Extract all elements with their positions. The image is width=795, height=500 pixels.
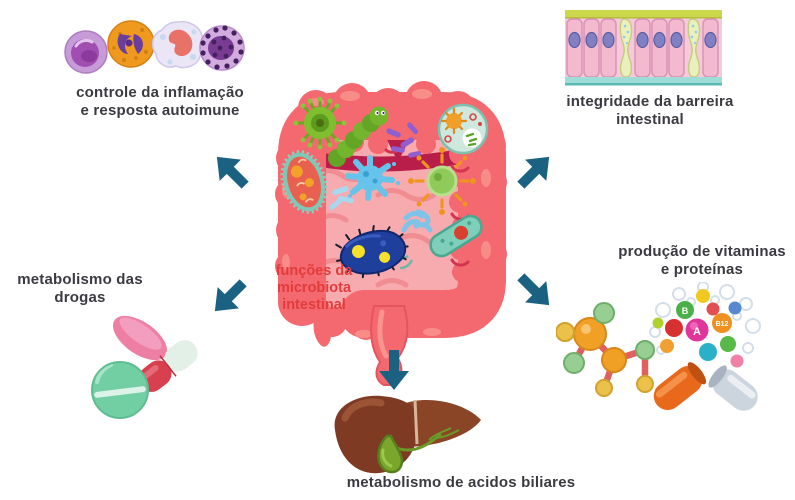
- microbe-splat-icon: [345, 155, 400, 201]
- epithelial-barrier-icon: [565, 10, 722, 90]
- bile-caption: metabolismo de acidos biliares: [336, 474, 586, 492]
- pills-icon: [82, 302, 208, 424]
- arrow-down-right-icon: [504, 260, 566, 322]
- bacteria-chain-icon: [328, 106, 389, 167]
- drugs-caption-line1: metabolismo das: [17, 271, 143, 288]
- barrier-caption-line1: integridade da barreira: [566, 93, 734, 110]
- arrow-down-left-icon: [198, 266, 260, 328]
- bacteria-dark-blue-icon: [335, 225, 409, 279]
- virus-green-icon: [293, 96, 347, 150]
- vitamin-letter-b12: B12: [716, 321, 729, 328]
- virus-orange-spikes-icon: [408, 147, 476, 215]
- microbe-oval-icon: [280, 150, 328, 214]
- immune-caption-line2: e resposta autoimune: [80, 102, 240, 119]
- drugs-caption: metabolismo das drogas: [0, 271, 160, 307]
- immune-cells-icon: [62, 12, 248, 80]
- bile-caption-line1: metabolismo de acidos biliares: [346, 474, 576, 491]
- intestine-icon: [258, 50, 512, 388]
- microbe-colony-icon: [437, 103, 489, 155]
- vitamins-caption: produção de vitaminas e proteínas: [577, 243, 795, 279]
- liver-icon: [325, 388, 485, 480]
- vitamins-caption-line1: produção de vitaminas: [618, 243, 786, 260]
- capsule-vitamins-icon: A B B12: [645, 281, 767, 418]
- arrow-up-left-icon: [200, 140, 262, 202]
- arrow-up-right-icon: [504, 140, 566, 202]
- barrier-caption: integridade da barreira intestinal: [525, 93, 775, 129]
- center-label-line3: intestinal: [282, 297, 346, 313]
- center-label-line1: funções da: [275, 263, 353, 279]
- vitamin-letter-a: A: [693, 326, 701, 338]
- molecule-icon: [555, 302, 662, 404]
- center-label: funções da microbiota intestinal: [263, 263, 365, 314]
- bacteria-teal-capsule-icon: [391, 214, 483, 270]
- immune-caption: controle da inflamação e resposta autoim…: [35, 84, 285, 120]
- vitamins-caption-line2: e proteínas: [660, 261, 744, 278]
- arrow-down-icon: [372, 348, 416, 392]
- vitamin-letter-b: B: [682, 306, 689, 316]
- bacteria-curved-rods-icon: [401, 209, 433, 233]
- bacteria-purple-rods-icon: [386, 122, 422, 158]
- immune-caption-line1: controle da inflamação: [76, 84, 244, 101]
- drugs-caption-line2: drogas: [54, 289, 106, 306]
- barrier-caption-line2: intestinal: [616, 111, 684, 128]
- bacteria-blue-rods-icon: [329, 186, 354, 210]
- center-label-line2: microbiota: [276, 280, 352, 296]
